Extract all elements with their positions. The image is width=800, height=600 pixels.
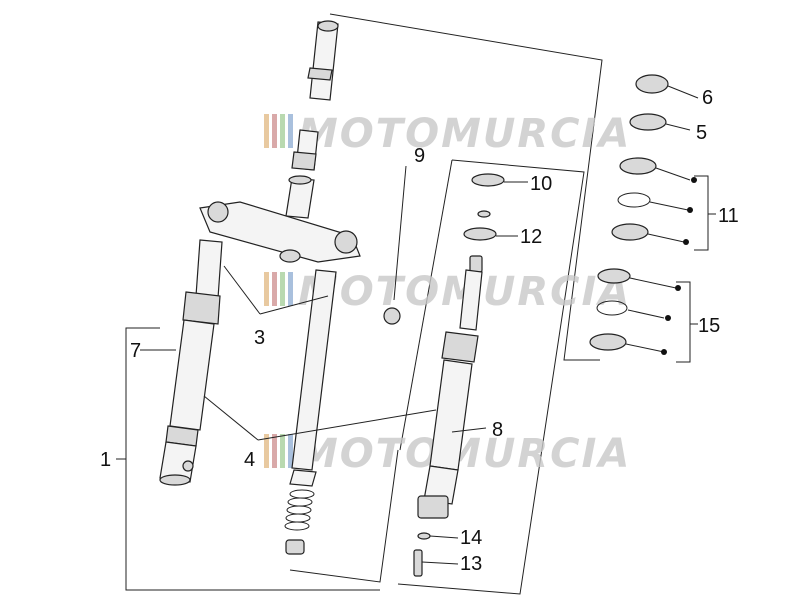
spring	[284, 489, 315, 531]
label-part-11: 11	[718, 205, 739, 227]
leader-lines	[140, 85, 699, 565]
label-part-10: 10	[530, 173, 552, 195]
bracket-11	[694, 175, 709, 251]
frame-left-bottom	[289, 449, 399, 583]
label-part-1: 1	[100, 449, 111, 471]
headset-parts	[589, 74, 669, 351]
right-fork-leg	[413, 173, 505, 577]
watermark-top: MOTOMURCIA	[264, 111, 631, 157]
center-tube-and-spring	[284, 269, 401, 555]
left-fork-leg	[159, 239, 223, 486]
watermark-bottom: MOTOMURCIA	[264, 431, 631, 477]
bracket-15	[676, 281, 691, 363]
group-brackets	[116, 13, 716, 595]
watermark-text-bottom: MOTOMURCIA	[298, 431, 631, 477]
label-part-5: 5	[696, 122, 707, 144]
label-part-9: 9	[414, 145, 425, 167]
frame-left-fork	[329, 13, 603, 361]
label-part-7: 7	[130, 340, 141, 362]
label-part-14: 14	[460, 527, 482, 549]
label-part-6: 6	[702, 87, 713, 109]
frame-right-fork	[397, 159, 585, 595]
steering-stem	[199, 20, 361, 263]
label-part-4: 4	[244, 449, 255, 471]
label-part-3: 3	[254, 327, 265, 349]
label-part-15: 15	[698, 315, 720, 337]
label-part-12: 12	[520, 226, 542, 248]
part-labels: 1 3 4 5 6 7 8 9 10 11 12 13 14 15	[100, 87, 739, 575]
callout-dots	[661, 177, 697, 355]
frame-right-left-edge	[399, 159, 453, 451]
label-part-13: 13	[460, 553, 482, 575]
watermark-text-top: MOTOMURCIA	[298, 111, 631, 157]
label-part-8: 8	[492, 419, 503, 441]
